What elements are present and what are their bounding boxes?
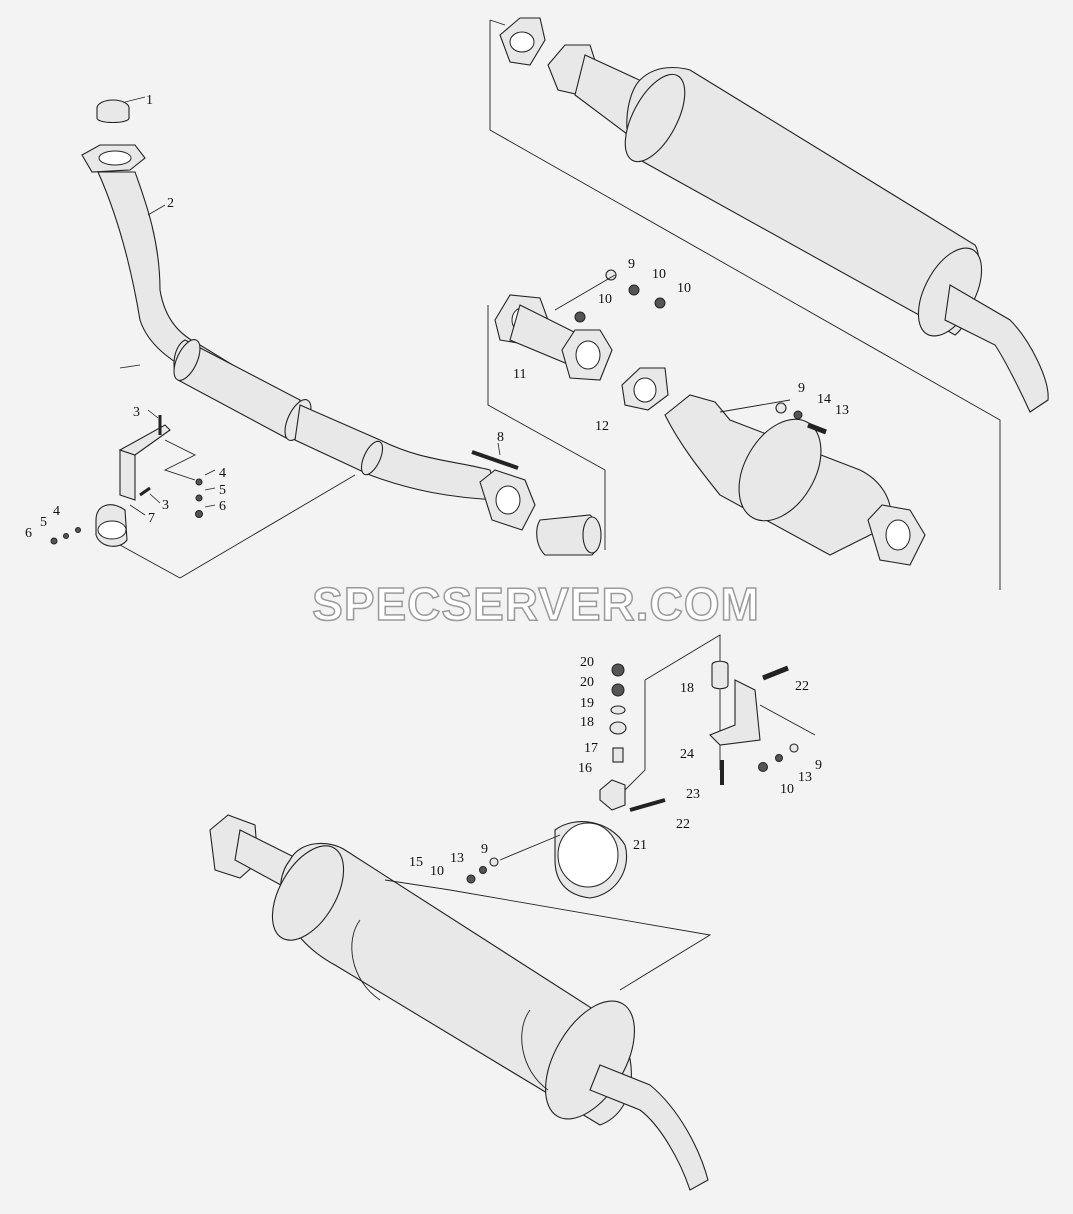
callout-8: 8 <box>497 430 504 445</box>
callout-22: 22 <box>795 679 809 694</box>
callout-9d: 9 <box>481 842 488 857</box>
callout-22b: 22 <box>676 817 690 832</box>
callout-11: 11 <box>513 367 526 382</box>
callout-17: 17 <box>584 741 598 756</box>
catalytic-converter-assembly <box>494 269 926 566</box>
callout-10d: 10 <box>780 782 794 797</box>
leader-lines <box>119 96 501 516</box>
callout-labels: 1 2 3 4 5 6 3 7 4 5 6 8 9 10 10 10 11 12… <box>25 93 849 879</box>
callout-13c: 13 <box>450 851 464 866</box>
callout-10b: 10 <box>598 292 612 307</box>
callout-7: 7 <box>148 511 155 526</box>
callout-3: 3 <box>133 405 140 420</box>
callout-2: 2 <box>167 196 174 211</box>
callout-13: 13 <box>835 403 849 418</box>
callout-6b: 6 <box>25 526 32 541</box>
rear-hanger-assembly <box>466 634 816 899</box>
callout-21: 21 <box>633 838 647 853</box>
callout-1: 1 <box>146 93 153 108</box>
front-exhaust-pipe <box>81 99 606 579</box>
callout-16: 16 <box>578 761 592 776</box>
callout-19: 19 <box>580 696 594 711</box>
callout-9b: 9 <box>798 381 805 396</box>
front-pipe-bracket <box>50 415 203 547</box>
callout-6: 6 <box>219 499 226 514</box>
callout-15: 15 <box>409 855 423 870</box>
callout-4: 4 <box>219 466 226 481</box>
callout-10c: 10 <box>677 281 691 296</box>
callout-5b: 5 <box>40 515 47 530</box>
callout-10e: 10 <box>430 864 444 879</box>
callout-12: 12 <box>595 419 609 434</box>
callout-4b: 4 <box>53 504 60 519</box>
callout-5: 5 <box>219 483 226 498</box>
callout-18b: 18 <box>680 681 694 696</box>
callout-20b: 20 <box>580 675 594 690</box>
callout-23: 23 <box>686 787 700 802</box>
front-muffler-assembly <box>489 17 1049 590</box>
callout-20: 20 <box>580 655 594 670</box>
callout-9c: 9 <box>815 758 822 773</box>
callout-10: 10 <box>652 267 666 282</box>
callout-13b: 13 <box>798 770 812 785</box>
rear-muffler-assembly <box>209 814 712 1191</box>
watermark-text: SPECSERVER.COM <box>312 578 760 630</box>
callout-18: 18 <box>580 715 594 730</box>
callout-3b: 3 <box>162 498 169 513</box>
callout-14: 14 <box>817 392 831 407</box>
callout-9: 9 <box>628 257 635 272</box>
callout-24: 24 <box>680 747 694 762</box>
